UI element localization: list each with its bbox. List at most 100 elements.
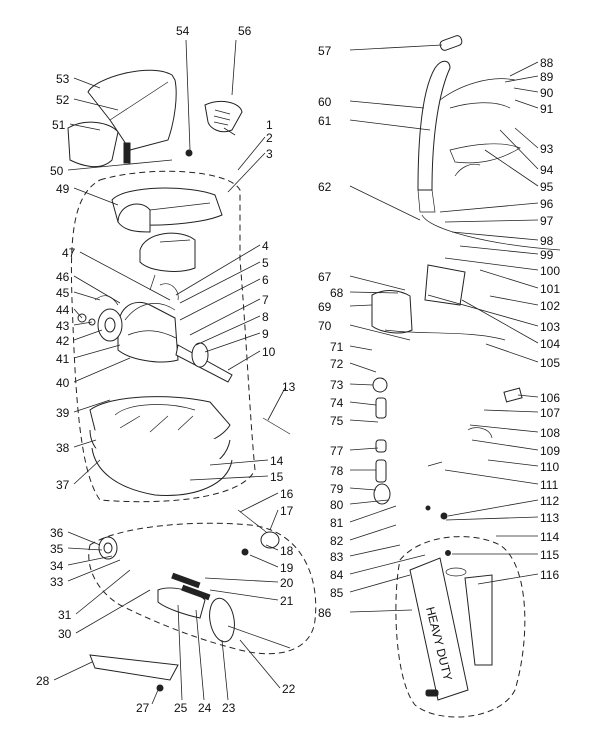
callout-50: 50 bbox=[50, 164, 64, 178]
callout-56: 56 bbox=[238, 24, 252, 38]
callout-24: 24 bbox=[198, 701, 212, 715]
callout-99: 99 bbox=[540, 248, 554, 262]
callout-17: 17 bbox=[280, 504, 294, 518]
callout-44: 44 bbox=[56, 303, 70, 317]
callout-31: 31 bbox=[58, 608, 72, 622]
hood-cover bbox=[67, 69, 243, 168]
callout-36: 36 bbox=[50, 526, 64, 540]
callout-69: 69 bbox=[318, 300, 332, 314]
callout-84: 84 bbox=[330, 568, 344, 582]
callout-91: 91 bbox=[540, 102, 554, 116]
callout-106: 106 bbox=[540, 391, 560, 405]
callout-78: 78 bbox=[330, 464, 344, 478]
callout-80: 80 bbox=[330, 498, 344, 512]
callout-54: 54 bbox=[176, 24, 190, 38]
callout-114: 114 bbox=[540, 530, 559, 544]
callout-18: 18 bbox=[280, 544, 294, 558]
callout-6: 6 bbox=[262, 273, 269, 287]
callout-68: 68 bbox=[330, 286, 344, 300]
callout-60: 60 bbox=[318, 95, 332, 109]
callout-74: 74 bbox=[330, 396, 344, 410]
callout-9: 9 bbox=[262, 327, 269, 341]
callout-27: 27 bbox=[136, 701, 150, 715]
callout-15: 15 bbox=[270, 470, 284, 484]
callout-16: 16 bbox=[280, 487, 294, 501]
brush-roll-assembly bbox=[89, 417, 291, 692]
callout-46: 46 bbox=[56, 270, 70, 284]
callout-45: 45 bbox=[56, 286, 70, 300]
callout-85: 85 bbox=[330, 586, 344, 600]
callout-19: 19 bbox=[280, 561, 294, 575]
callout-49: 49 bbox=[56, 182, 70, 196]
callout-105: 105 bbox=[540, 356, 560, 370]
callout-83: 83 bbox=[330, 550, 344, 564]
callout-73: 73 bbox=[330, 378, 344, 392]
callout-116: 116 bbox=[540, 568, 559, 582]
callout-25: 25 bbox=[174, 701, 188, 715]
callout-103: 103 bbox=[540, 320, 560, 334]
callout-67: 67 bbox=[318, 270, 332, 284]
callout-93: 93 bbox=[540, 142, 554, 156]
callout-100: 100 bbox=[540, 264, 560, 278]
callout-113: 113 bbox=[540, 511, 559, 525]
callout-33: 33 bbox=[50, 575, 64, 589]
callout-62: 62 bbox=[318, 180, 332, 194]
callout-70: 70 bbox=[318, 319, 332, 333]
callout-20: 20 bbox=[280, 576, 294, 590]
callout-28: 28 bbox=[36, 674, 50, 688]
callout-98: 98 bbox=[540, 234, 554, 248]
callout-104: 104 bbox=[540, 337, 560, 351]
callout-39: 39 bbox=[56, 406, 70, 420]
callout-8: 8 bbox=[262, 310, 269, 324]
callout-81: 81 bbox=[330, 516, 344, 530]
callout-4: 4 bbox=[262, 239, 269, 253]
callout-75: 75 bbox=[330, 414, 344, 428]
callout-3: 3 bbox=[266, 147, 273, 161]
callout-97: 97 bbox=[540, 214, 554, 228]
callout-52: 52 bbox=[56, 93, 70, 107]
callout-82: 82 bbox=[330, 534, 344, 548]
callout-5: 5 bbox=[262, 256, 269, 270]
callout-41: 41 bbox=[56, 352, 70, 366]
callout-79: 79 bbox=[330, 482, 344, 496]
callout-13: 13 bbox=[282, 380, 296, 394]
callout-110: 110 bbox=[540, 460, 559, 474]
base-housing bbox=[89, 396, 233, 496]
callout-21: 21 bbox=[280, 594, 294, 608]
callout-94: 94 bbox=[540, 163, 554, 177]
handle-assembly bbox=[371, 35, 561, 520]
callout-51: 51 bbox=[52, 118, 66, 132]
callout-86: 86 bbox=[318, 606, 332, 620]
callout-14: 14 bbox=[270, 454, 284, 468]
callout-77: 77 bbox=[330, 444, 344, 458]
callout-61: 61 bbox=[318, 114, 332, 128]
callout-1: 1 bbox=[266, 118, 273, 132]
motor-assembly bbox=[77, 274, 233, 383]
callout-95: 95 bbox=[540, 180, 554, 194]
callout-40: 40 bbox=[56, 376, 70, 390]
callout-labels: 1 2 3 4 5 6 7 8 9 10 13 14 15 16 17 18 1… bbox=[36, 24, 560, 715]
callout-2: 2 bbox=[266, 131, 273, 145]
callout-35: 35 bbox=[50, 542, 64, 556]
callout-37: 37 bbox=[56, 478, 70, 492]
group-outlines bbox=[70, 170, 526, 718]
motor-shroud bbox=[111, 187, 223, 272]
callout-23: 23 bbox=[222, 701, 236, 715]
callout-30: 30 bbox=[58, 627, 72, 641]
callout-108: 108 bbox=[540, 426, 560, 440]
callout-115: 115 bbox=[540, 548, 559, 562]
callout-72: 72 bbox=[330, 357, 344, 371]
handle-grip: HEAVY DUTY bbox=[409, 550, 493, 701]
callout-53: 53 bbox=[56, 72, 70, 86]
callout-89: 89 bbox=[540, 70, 554, 84]
callout-109: 109 bbox=[540, 444, 560, 458]
callout-102: 102 bbox=[540, 299, 560, 313]
callout-111: 111 bbox=[540, 478, 559, 492]
callout-43: 43 bbox=[56, 319, 70, 333]
callout-107: 107 bbox=[540, 406, 560, 420]
callout-90: 90 bbox=[540, 86, 554, 100]
callout-112: 112 bbox=[540, 494, 559, 508]
callout-71: 71 bbox=[330, 340, 344, 354]
callout-88: 88 bbox=[540, 56, 554, 70]
